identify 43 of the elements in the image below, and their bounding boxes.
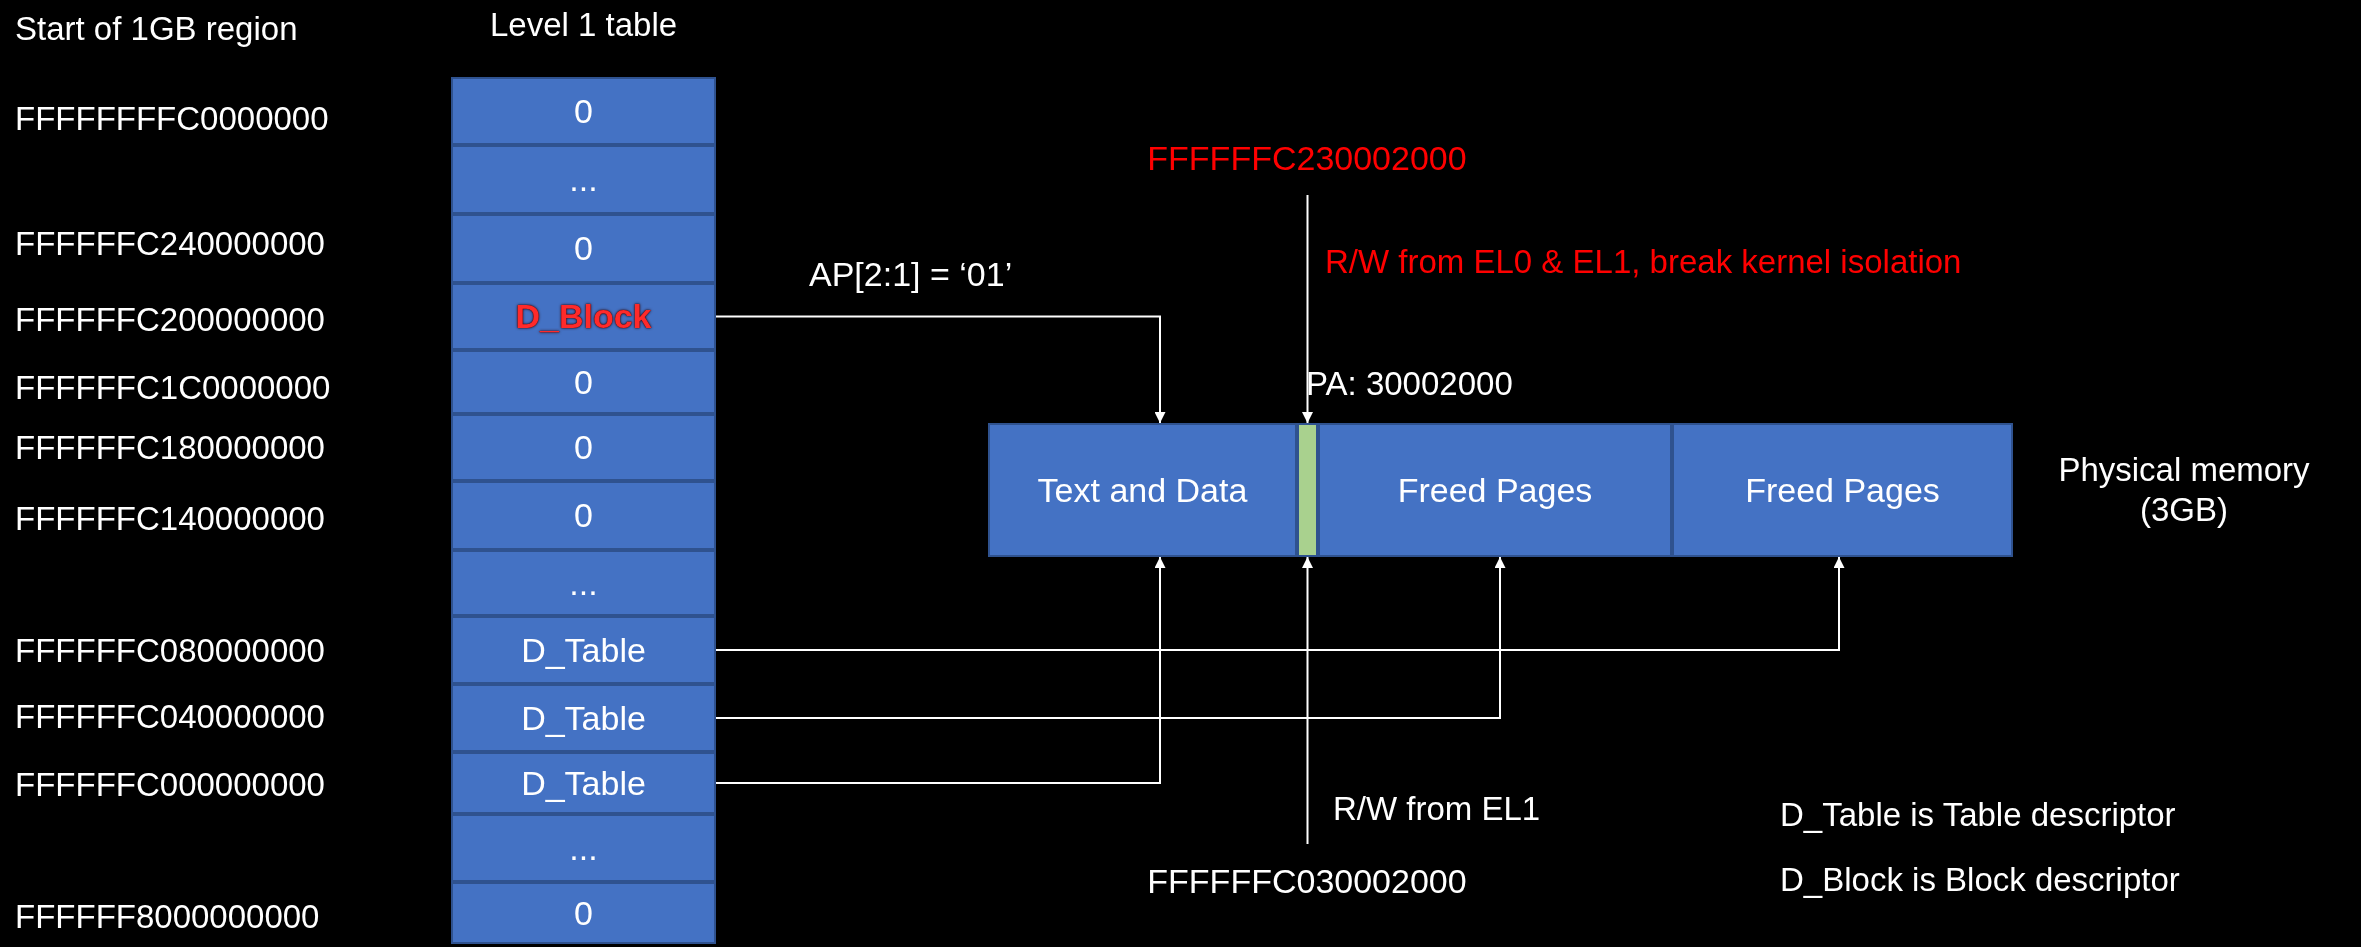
column-heading: Start of 1GB region	[15, 10, 298, 48]
memory-region: Text and Data	[988, 423, 1297, 557]
memory-region: Freed Pages	[1318, 423, 1672, 557]
table-entry: ...	[451, 145, 716, 214]
address-text: FFFFFFC080000000	[15, 632, 325, 670]
address-text: FFFFFFC140000000	[15, 500, 325, 538]
access-note: R/W from EL1	[1333, 790, 1541, 828]
memory-region: Freed Pages	[1672, 423, 2013, 557]
arrow	[715, 556, 1166, 784]
table-entry: ...	[451, 814, 716, 882]
address-text: FFFFFFC230002000	[1146, 135, 1468, 181]
address-text: FFFFFFC030002000	[1146, 858, 1468, 904]
arrow	[1302, 194, 1313, 424]
address-text: FFFFFFC000000000	[15, 766, 325, 804]
table-entry: ...	[451, 550, 716, 616]
address-text: FFFFFFFFC0000000	[15, 100, 329, 138]
address-text: FFFFFFC040000000	[15, 698, 325, 736]
table-entry: D_Table	[451, 752, 716, 814]
table-entry: D_Block	[451, 283, 716, 350]
address-text: PA: 30002000	[1306, 365, 1513, 403]
address-text: FFFFFFC240000000	[15, 225, 325, 263]
warning-text: R/W from EL0 & EL1, break kernel isolation	[1325, 243, 1962, 281]
table-entry: 0	[451, 414, 716, 481]
table-entry: 0	[451, 882, 716, 944]
table-entry: D_Table	[451, 684, 716, 752]
table-entry: 0	[451, 350, 716, 414]
address-text: FFFFFFC180000000	[15, 429, 325, 467]
memory-caption: Physical memory (3GB)	[2057, 450, 2311, 530]
arrow	[715, 315, 1166, 424]
arrow	[715, 556, 1506, 719]
table-entry: D_Table	[451, 616, 716, 684]
legend-note: D_Table is Table descriptor	[1780, 796, 2176, 834]
table-entry: 0	[451, 481, 716, 550]
address-text: FFFFFFC200000000	[15, 301, 325, 339]
address-text: FFFFFF8000000000	[15, 898, 320, 936]
table-heading: Level 1 table	[488, 6, 679, 44]
arrow	[715, 556, 1845, 651]
arrow	[1302, 556, 1313, 845]
address-text: FFFFFFC1C0000000	[15, 369, 331, 407]
table-entry: 0	[451, 77, 716, 145]
legend-note: D_Block is Block descriptor	[1780, 861, 2180, 899]
table-entry: 0	[451, 214, 716, 283]
highlighted-page	[1297, 423, 1318, 557]
